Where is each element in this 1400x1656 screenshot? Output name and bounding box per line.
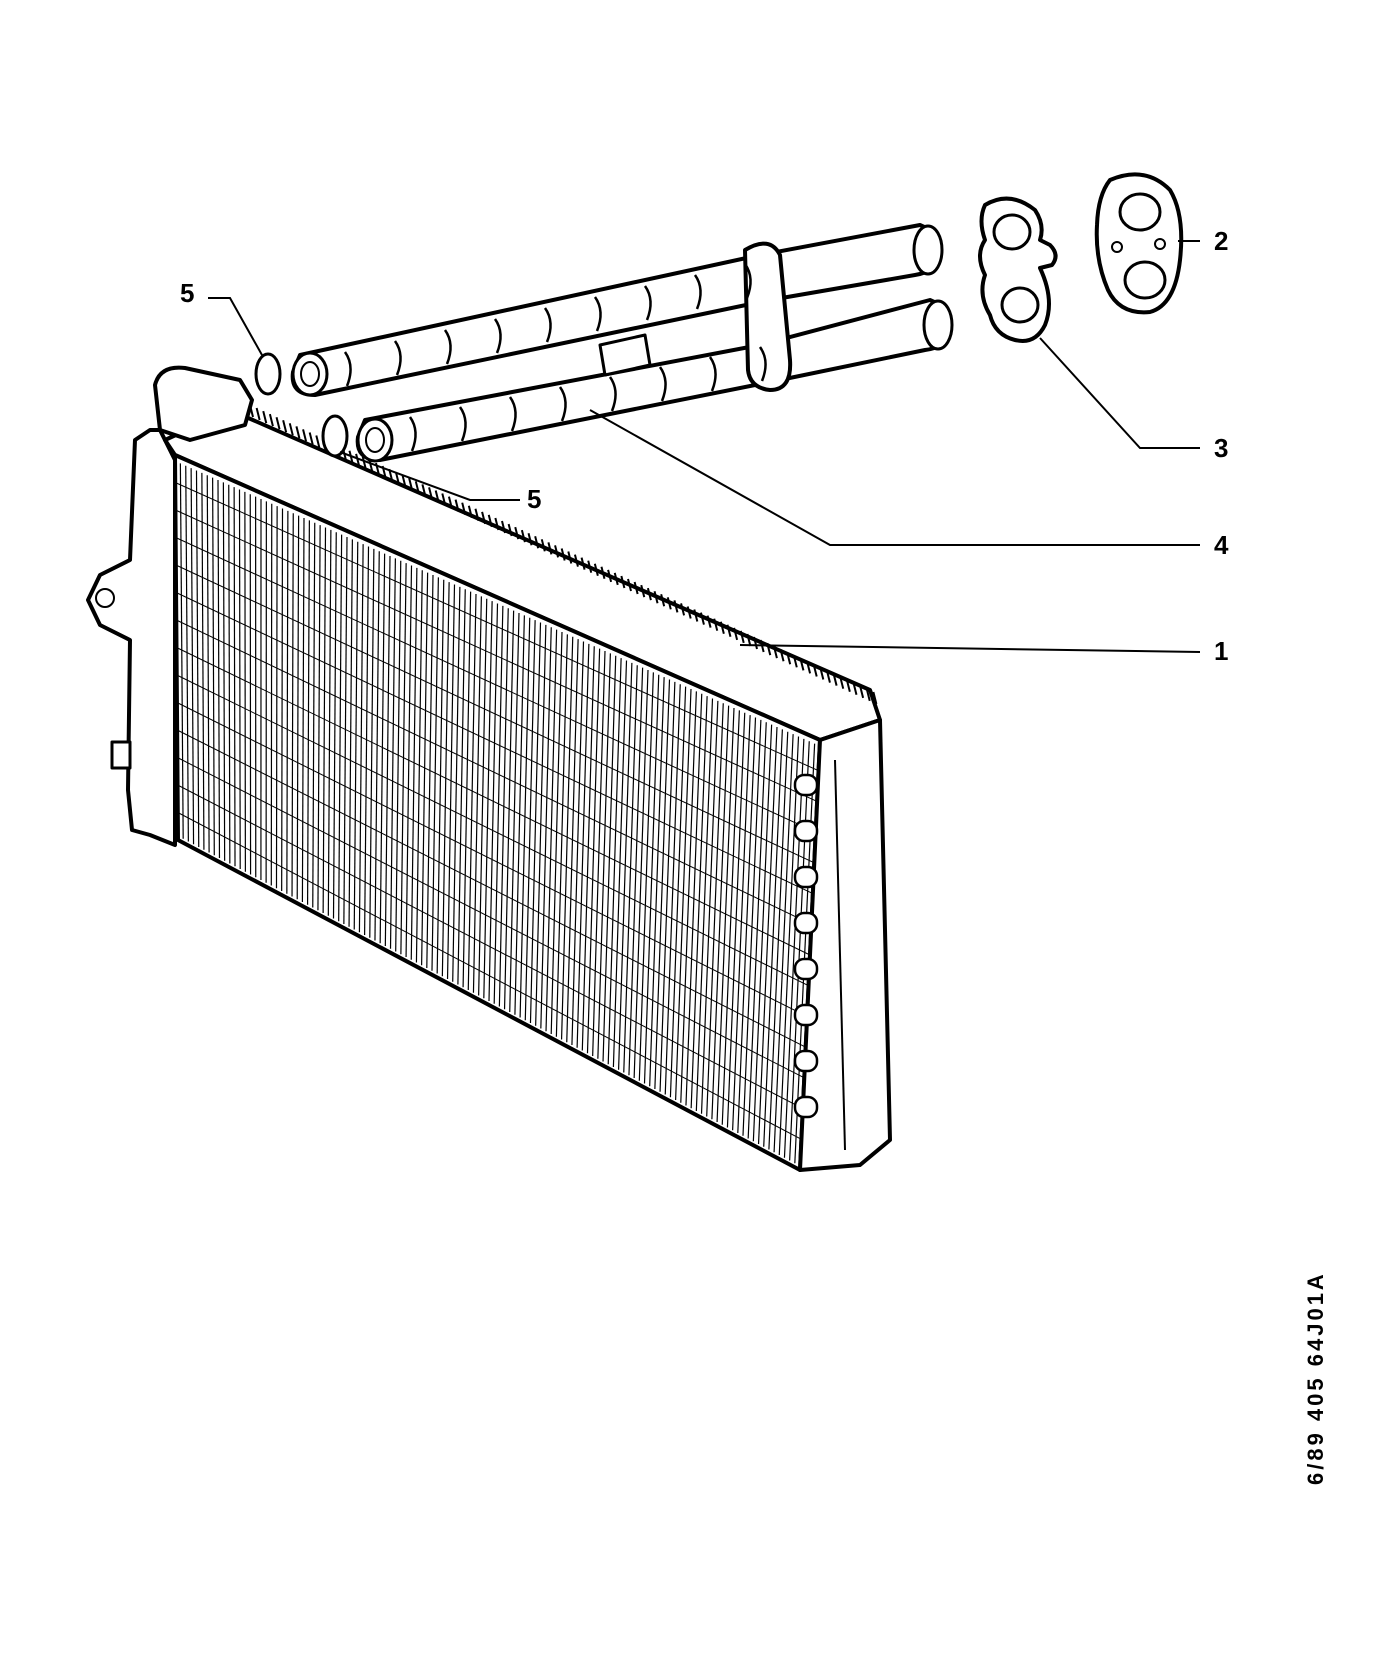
heater-core <box>86 365 892 1172</box>
pipe-ribs <box>343 263 767 452</box>
callout-1: 1 <box>1214 636 1228 666</box>
pipe-flange <box>743 241 793 392</box>
callout-5-upper: 5 <box>180 278 194 308</box>
callout-4: 4 <box>1214 530 1229 560</box>
fin-lines <box>175 463 819 1164</box>
bracket-hole <box>95 588 115 608</box>
drawing-reference: 6/89 405 64J01A <box>1303 1271 1328 1485</box>
pipe-assembly <box>290 223 954 463</box>
gasket <box>978 196 1058 343</box>
callout-2: 2 <box>1214 226 1228 256</box>
o-ring-lower <box>321 414 349 458</box>
end-tank-tube-ends <box>793 773 819 1119</box>
lower-pipe-end <box>356 417 394 463</box>
leader-lines <box>208 240 1201 653</box>
inlet-stub <box>153 365 254 442</box>
callout-3: 3 <box>1214 433 1228 463</box>
upper-pipe-end <box>291 351 329 397</box>
callout-5-lower: 5 <box>527 484 541 514</box>
seal-plate <box>1094 172 1184 315</box>
bracket-clip <box>110 740 132 770</box>
mounting-bracket <box>86 428 177 847</box>
o-ring-upper <box>254 352 282 396</box>
